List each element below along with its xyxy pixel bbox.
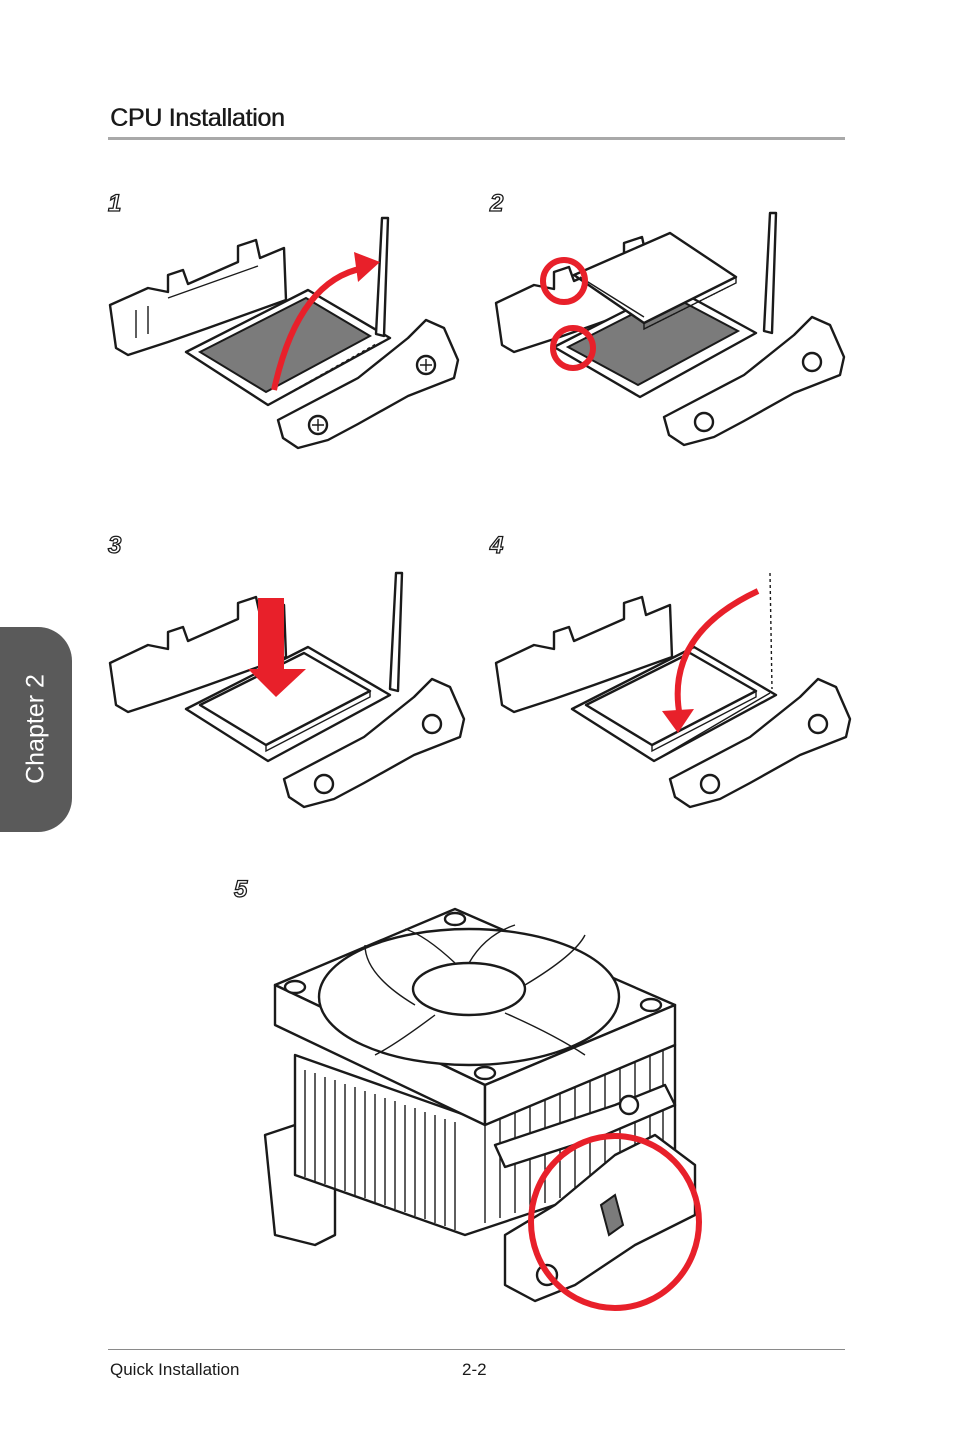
step-number-4: 4 [490,532,503,560]
heatsink-fan-illustration [255,905,725,1315]
socket-lever-up-illustration [108,210,468,460]
socket-lever-down-illustration [494,565,854,815]
chapter-side-tab: Chapter 2 [0,627,72,832]
step-number-3: 3 [108,532,121,560]
footer-divider [108,1349,845,1350]
step-number-5: 5 [234,876,247,904]
cpu-align-illustration [494,205,854,455]
chapter-label: Chapter 2 [22,674,51,784]
title-divider [108,137,845,140]
footer-section: Quick Installation [110,1360,239,1380]
cpu-press-down-illustration [108,565,468,815]
page-title: CPU Installation [110,104,284,133]
footer-page-number: 2-2 [462,1360,487,1380]
